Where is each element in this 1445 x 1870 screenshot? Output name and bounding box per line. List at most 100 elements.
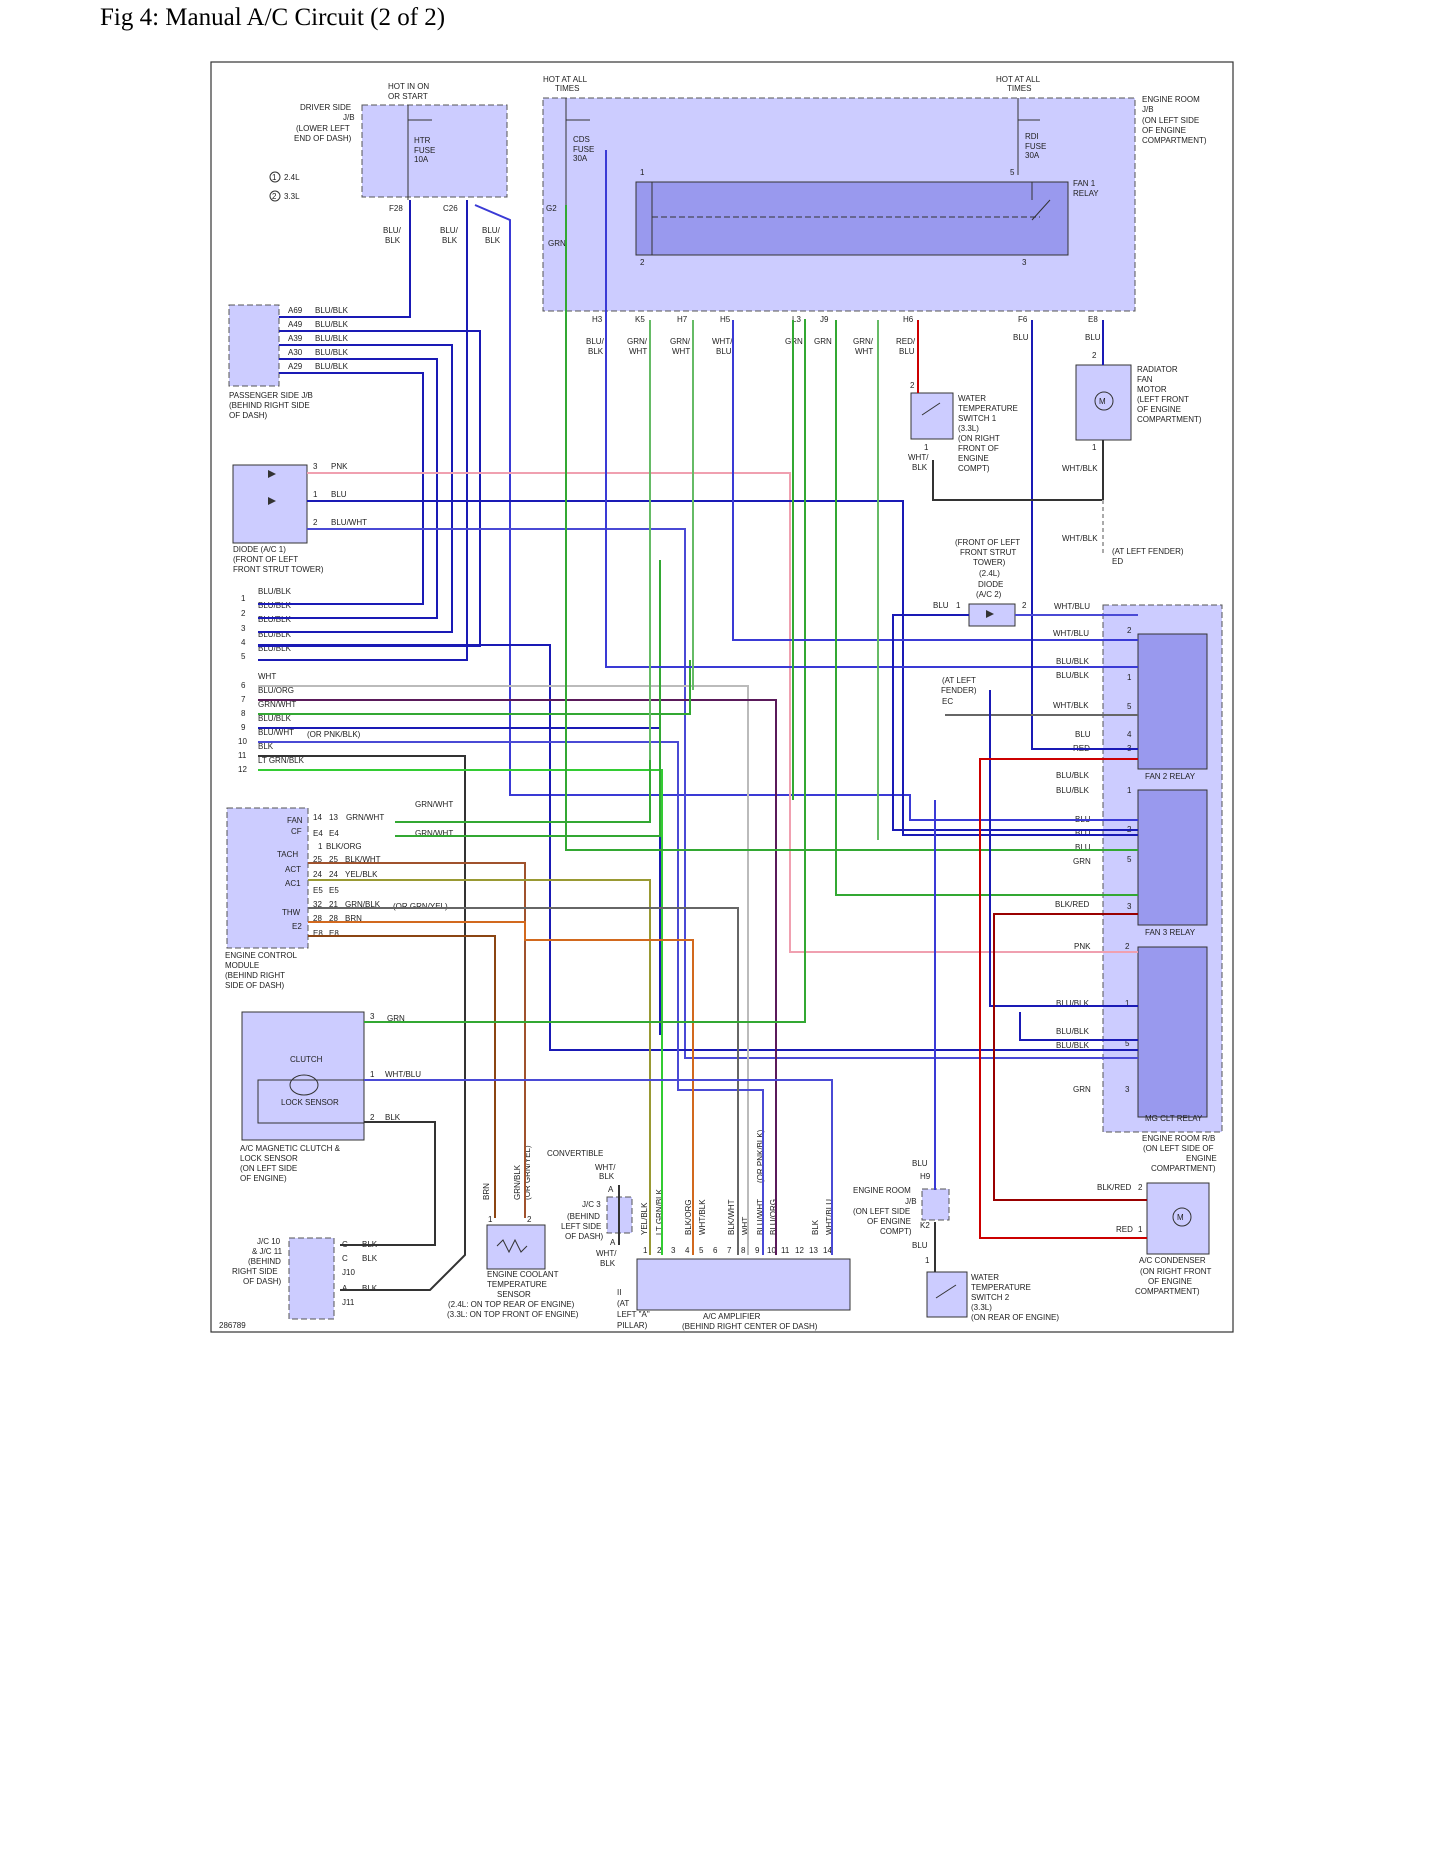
svg-text:EC: EC [942,697,953,706]
svg-text:GRN: GRN [1073,1085,1091,1094]
svg-text:G2: G2 [546,204,557,213]
svg-text:21: 21 [329,900,338,909]
svg-text:6: 6 [241,681,246,690]
svg-text:A/C AMPLIFIER: A/C AMPLIFIER [703,1312,761,1321]
svg-text:E5: E5 [329,886,339,895]
svg-text:BLU/BLK: BLU/BLK [258,615,292,624]
svg-text:E8: E8 [313,929,323,938]
svg-text:H6: H6 [903,315,914,324]
svg-text:OF ENGINE: OF ENGINE [1148,1277,1192,1286]
svg-text:FUSE: FUSE [573,145,594,154]
svg-text:WHT/BLK: WHT/BLK [1053,701,1089,710]
svg-text:BLK: BLK [588,347,604,356]
svg-text:BLK/WHT: BLK/WHT [727,1199,736,1235]
svg-text:(OR GRN/YEL): (OR GRN/YEL) [393,902,448,911]
svg-text:WHT/: WHT/ [595,1163,616,1172]
svg-text:2: 2 [241,609,246,618]
svg-text:(ON REAR OF ENGINE): (ON REAR OF ENGINE) [971,1313,1059,1322]
svg-text:OR START: OR START [388,92,428,101]
svg-text:LEFT "A": LEFT "A" [617,1310,650,1319]
svg-text:ACT: ACT [285,865,301,874]
svg-text:E8: E8 [1088,315,1098,324]
svg-text:WATER: WATER [971,1273,999,1282]
svg-text:PASSENGER SIDE J/B: PASSENGER SIDE J/B [229,391,313,400]
svg-text:MG CLT RELAY: MG CLT RELAY [1145,1114,1203,1123]
svg-text:TEMPERATURE: TEMPERATURE [958,404,1018,413]
svg-text:OF ENGINE: OF ENGINE [1142,126,1186,135]
svg-text:LT GRN/BLK: LT GRN/BLK [258,756,305,765]
svg-text:TIMES: TIMES [1007,84,1031,93]
svg-text:BLU: BLU [1075,829,1091,838]
svg-text:WHT/BLK: WHT/BLK [1062,464,1098,473]
svg-text:END OF DASH): END OF DASH) [294,134,352,143]
svg-text:PNK: PNK [1074,942,1091,951]
svg-text:LEFT SIDE: LEFT SIDE [561,1222,601,1231]
svg-text:WHT/: WHT/ [712,337,733,346]
ac-amplifier: A/C AMPLIFIER (BEHIND RIGHT CENTER OF DA… [636,1129,851,1331]
svg-text:J9: J9 [820,315,829,324]
svg-text:(BEHIND RIGHT CENTER OF DASH): (BEHIND RIGHT CENTER OF DASH) [682,1322,818,1331]
svg-text:2: 2 [640,258,645,267]
svg-text:3: 3 [241,624,246,633]
svg-text:1: 1 [1092,443,1097,452]
svg-text:GRN/WHT: GRN/WHT [346,813,384,822]
svg-text:PILLAR): PILLAR) [617,1321,648,1330]
svg-text:F28: F28 [389,204,403,213]
svg-text:2: 2 [1138,1183,1143,1192]
svg-text:BLU/BLK: BLU/BLK [1056,1027,1090,1036]
svg-text:(AT: (AT [617,1299,629,1308]
svg-text:K2: K2 [920,1221,930,1230]
svg-text:FUSE: FUSE [414,146,435,155]
svg-text:1: 1 [313,490,318,499]
svg-text:YEL/BLK: YEL/BLK [640,1202,649,1235]
svg-text:14: 14 [313,813,322,822]
svg-text:(AT LEFT: (AT LEFT [942,676,976,685]
svg-text:GRN/WHT: GRN/WHT [415,800,453,809]
svg-text:1: 1 [1127,786,1132,795]
svg-text:25: 25 [329,855,338,864]
svg-text:4: 4 [1127,730,1132,739]
svg-text:K5: K5 [635,315,645,324]
svg-text:2: 2 [1022,601,1027,610]
svg-text:BLK: BLK [811,1219,820,1235]
svg-text:DIODE: DIODE [978,580,1003,589]
svg-text:BLU/BLK: BLU/BLK [258,644,292,653]
svg-text:5: 5 [1127,855,1132,864]
svg-text:COMPARTMENT): COMPARTMENT) [1137,415,1202,424]
svg-text:TACH: TACH [277,850,298,859]
svg-text:OF DASH): OF DASH) [229,411,268,420]
svg-text:(OR PNK/BLK): (OR PNK/BLK) [307,730,361,739]
svg-text:HOT IN ON: HOT IN ON [388,82,429,91]
svg-text:BLK: BLK [385,1113,401,1122]
svg-text:BLK: BLK [485,236,501,245]
svg-text:BLU/BLK: BLU/BLK [258,630,292,639]
svg-text:(3.3L): (3.3L) [971,1303,992,1312]
svg-text:BLU: BLU [1013,333,1029,342]
svg-text:LOCK SENSOR: LOCK SENSOR [240,1154,298,1163]
svg-text:BLK/RED: BLK/RED [1055,900,1089,909]
svg-text:5: 5 [1010,168,1015,177]
svg-text:2: 2 [1127,626,1132,635]
svg-text:J10: J10 [342,1268,355,1277]
svg-text:5: 5 [1125,1039,1130,1048]
svg-text:RADIATOR: RADIATOR [1137,365,1178,374]
svg-text:2: 2 [1092,351,1097,360]
svg-text:2: 2 [910,381,915,390]
svg-text:BLK: BLK [362,1254,378,1263]
svg-text:(A/C 2): (A/C 2) [976,590,1002,599]
svg-text:& J/C 11: & J/C 11 [252,1247,283,1256]
svg-text:BLK/ORG: BLK/ORG [326,842,362,851]
svg-text:24: 24 [329,870,338,879]
svg-text:FENDER): FENDER) [941,686,977,695]
svg-text:BLK: BLK [442,236,458,245]
svg-text:10: 10 [767,1246,776,1255]
svg-text:BLU: BLU [716,347,732,356]
svg-text:3: 3 [313,462,318,471]
